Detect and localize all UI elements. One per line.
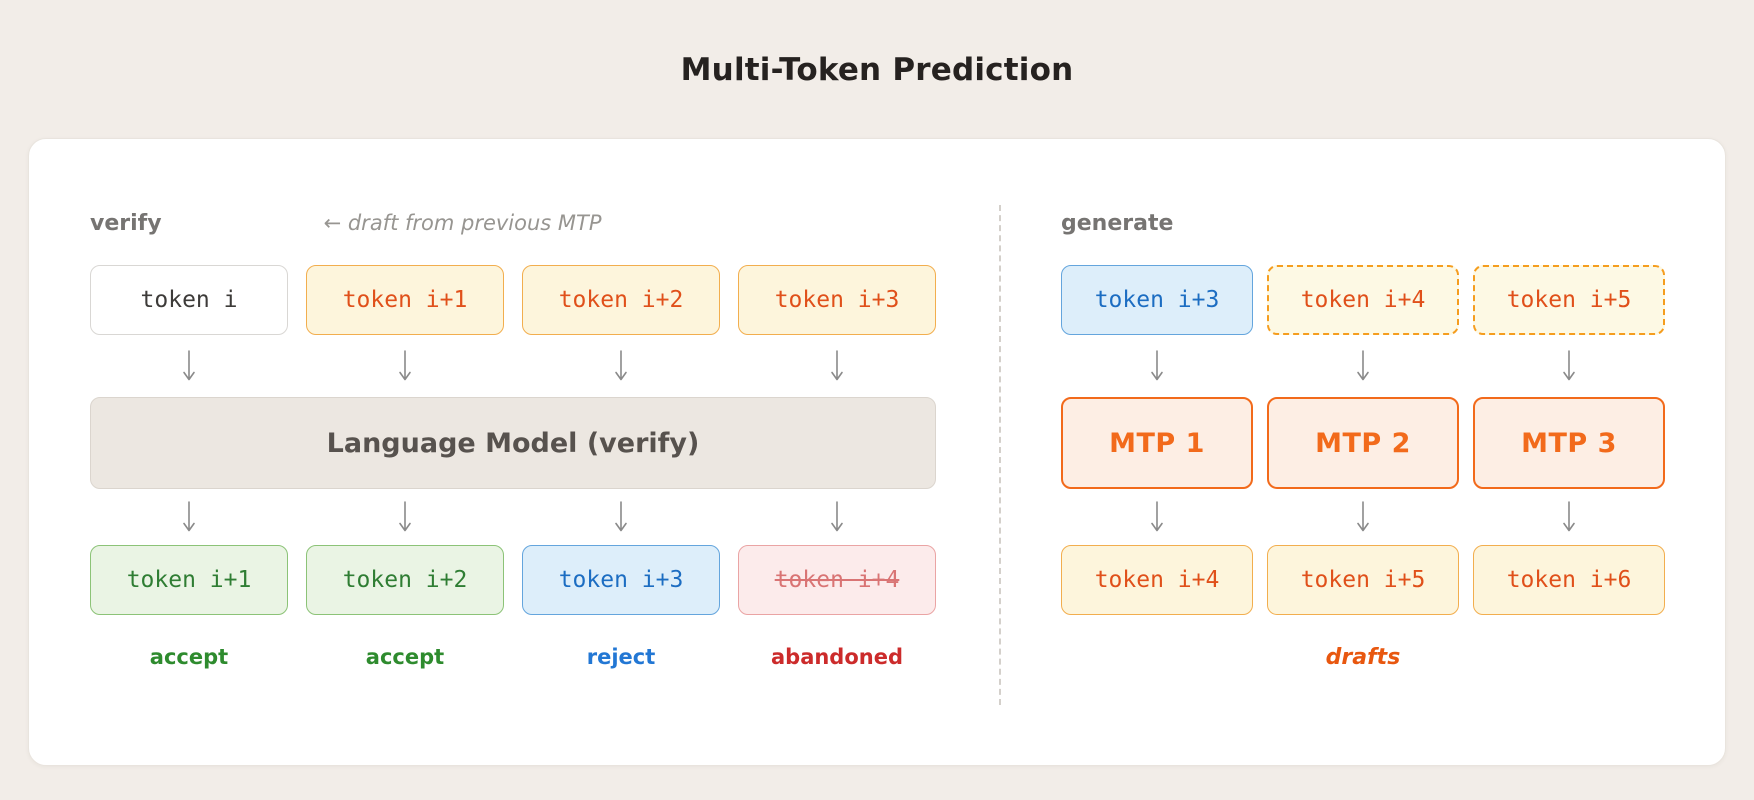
generate-input-row: token i+3 token i+4 token i+5 [1061,265,1725,335]
down-arrow-icon [522,349,720,383]
token-box-committed: token i+3 [1061,265,1253,335]
down-arrow-icon [90,500,288,534]
token-box-current: token i [90,265,288,335]
generate-section: generate token i+3 token i+4 token i+5 M… [1001,139,1725,765]
drafts-label: drafts [1325,645,1401,670]
verify-output-row: token i+1 token i+2 token i+3 token i+4 [90,545,999,615]
verify-input-row: token i token i+1 token i+2 token i+3 [90,265,999,335]
down-arrow-icon [306,500,504,534]
token-box-new-draft-2: token i+5 [1267,545,1459,615]
token-box-draft-1: token i+1 [306,265,504,335]
mtp-module-2: MTP 2 [1267,397,1459,489]
mtp-module-3: MTP 3 [1473,397,1665,489]
token-box-new-draft-3: token i+6 [1473,545,1665,615]
token-box-rejected: token i+3 [522,545,720,615]
generate-output-row: token i+4 token i+5 token i+6 [1061,545,1725,615]
token-box-draft-3: token i+3 [738,265,936,335]
token-box-accepted-1: token i+1 [90,545,288,615]
draft-from-previous-note: ← draft from previous MTP [323,211,602,235]
down-arrow-icon [1473,349,1665,383]
page-title: Multi-Token Prediction [680,52,1074,88]
section-divider [999,205,1001,705]
generate-label: generate [1061,211,1174,236]
generate-header: generate [1061,211,1725,239]
down-arrow-icon [522,500,720,534]
verify-header: verify ← draft from previous MTP [90,211,999,239]
down-arrow-icon [1267,349,1459,383]
token-box-speculative-2: token i+5 [1473,265,1665,335]
mtp-module-row: MTP 1 MTP 2 MTP 3 [1061,397,1725,489]
down-arrow-icon [90,349,288,383]
down-arrow-icon [738,500,936,534]
generate-arrow-row-bottom [1061,489,1725,545]
down-arrow-icon [1061,349,1253,383]
verdict-accept-1: accept [149,645,229,669]
token-box-abandoned: token i+4 [738,545,936,615]
verify-label: verify [90,211,162,236]
verdict-abandoned: abandoned [770,645,903,669]
verify-arrow-row-bottom [90,489,999,545]
down-arrow-icon [1473,500,1665,534]
down-arrow-icon [306,349,504,383]
verdict-reject: reject [586,645,656,669]
diagram-card: verify ← draft from previous MTP token i… [28,138,1726,766]
verify-arrow-row-top [90,335,999,397]
token-box-speculative-1: token i+4 [1267,265,1459,335]
down-arrow-icon [1267,500,1459,534]
token-box-draft-2: token i+2 [522,265,720,335]
verdict-accept-2: accept [365,645,445,669]
token-box-accepted-2: token i+2 [306,545,504,615]
language-model-box: Language Model (verify) [90,397,936,489]
verdict-label-row: accept accept reject abandoned [90,645,999,669]
generate-arrow-row-top [1061,335,1725,397]
down-arrow-icon [1061,500,1253,534]
token-box-new-draft-1: token i+4 [1061,545,1253,615]
mtp-module-1: MTP 1 [1061,397,1253,489]
verify-section: verify ← draft from previous MTP token i… [29,139,999,765]
down-arrow-icon [738,349,936,383]
